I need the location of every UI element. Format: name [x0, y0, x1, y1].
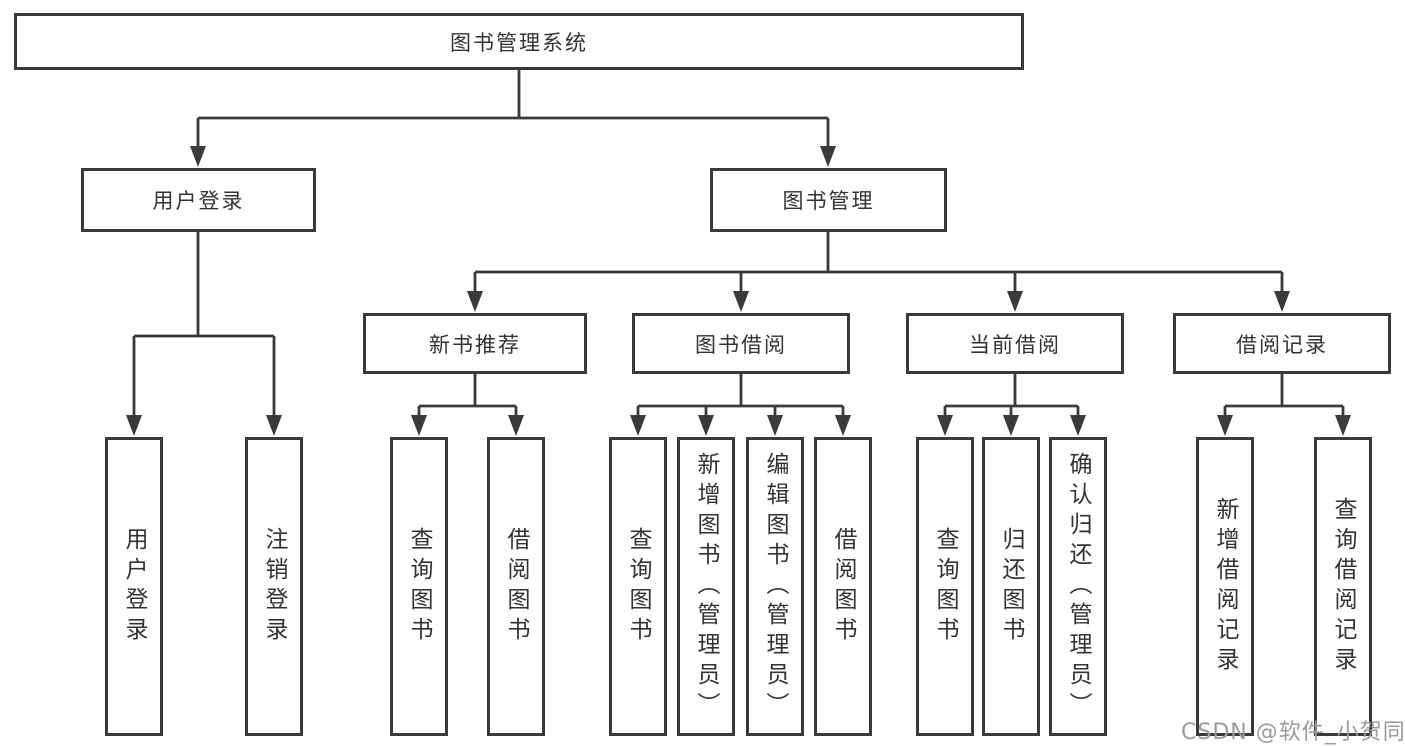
leaf-user-login-label: 用户登录 [121, 526, 147, 647]
leaf-newbook-borrow-books-label: 借阅图书 [503, 526, 529, 647]
leaf-current-query-books-label: 查询图书 [932, 526, 958, 647]
node-current-borrow-label: 当前借阅 [969, 332, 1061, 357]
node-user-login: 用户登录 [81, 168, 316, 232]
leaf-current-return-books-label: 归还图书 [998, 526, 1024, 647]
leaf-logout-label: 注销登录 [261, 526, 287, 647]
node-new-book-recommend-label: 新书推荐 [429, 332, 521, 357]
leaf-borrow-borrow-books-label: 借阅图书 [830, 526, 856, 647]
csdn-watermark: CSDN @软件_小贺同学 [1181, 720, 1405, 745]
leaf-record-query-label: 查询借阅记录 [1330, 496, 1356, 677]
node-root: 图书管理系统 [14, 13, 1024, 70]
leaf-newbook-borrow-books: 借阅图书 [487, 437, 545, 736]
node-book-borrow: 图书借阅 [632, 313, 850, 374]
leaf-current-query-books: 查询图书 [916, 437, 974, 736]
leaf-record-add-label: 新增借阅记录 [1212, 496, 1238, 677]
leaf-borrow-query-books: 查询图书 [609, 437, 667, 736]
node-root-label: 图书管理系统 [450, 30, 588, 55]
leaf-newbook-query-books: 查询图书 [390, 437, 448, 736]
leaf-current-confirm-return-admin-label: 确认归还（管理员） [1065, 451, 1091, 722]
node-book-management: 图书管理 [710, 168, 947, 232]
node-book-management-label: 图书管理 [782, 189, 875, 213]
leaf-record-query: 查询借阅记录 [1314, 437, 1372, 736]
node-borrow-record-label: 借阅记录 [1236, 332, 1328, 357]
node-user-login-label: 用户登录 [152, 189, 245, 213]
leaf-current-return-books: 归还图书 [982, 437, 1040, 736]
leaf-newbook-query-books-label: 查询图书 [406, 526, 432, 647]
leaf-record-add: 新增借阅记录 [1196, 437, 1254, 736]
leaf-borrow-edit-books-admin-label: 编辑图书（管理员） [762, 451, 788, 722]
leaf-borrow-borrow-books: 借阅图书 [814, 437, 872, 736]
leaf-current-confirm-return-admin: 确认归还（管理员） [1049, 437, 1107, 736]
leaf-borrow-edit-books-admin: 编辑图书（管理员） [746, 437, 804, 736]
leaf-logout: 注销登录 [245, 437, 303, 736]
node-new-book-recommend: 新书推荐 [363, 313, 587, 374]
node-current-borrow: 当前借阅 [906, 313, 1124, 374]
node-borrow-record: 借阅记录 [1173, 313, 1391, 374]
leaf-borrow-query-books-label: 查询图书 [625, 526, 651, 647]
leaf-borrow-add-books-admin: 新增图书（管理员） [677, 437, 735, 736]
node-book-borrow-label: 图书借阅 [695, 332, 787, 357]
leaf-borrow-add-books-admin-label: 新增图书（管理员） [693, 451, 719, 722]
leaf-user-login: 用户登录 [105, 437, 163, 736]
